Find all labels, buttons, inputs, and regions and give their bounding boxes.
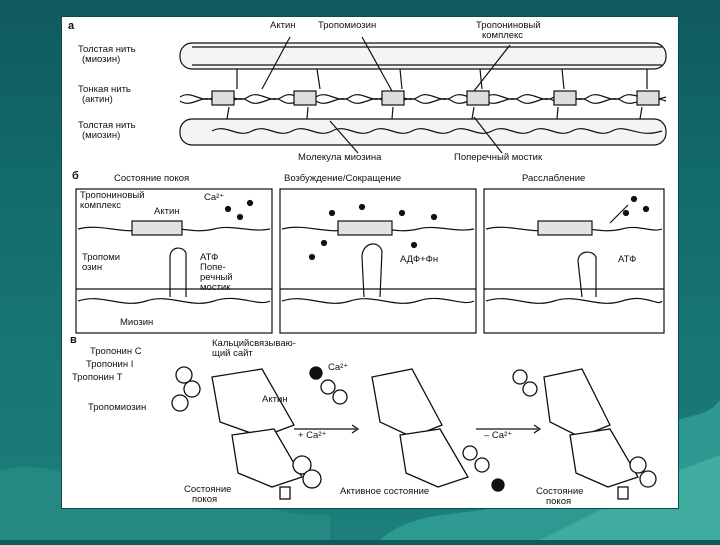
label-minus-ca: – Ca²⁺ [484,430,513,441]
section-b-boxes [75,188,665,334]
label-troponin-complex-b1: Тропониновый [80,190,145,201]
section-a-filaments [179,36,667,154]
section-c-lobes [171,366,657,500]
label-bridge-b3: мостик [200,282,231,293]
section-a-letter: а [68,20,75,32]
title-contraction: Возбуждение/Сокращение [284,173,402,184]
label-thin-2: (актин) [82,94,113,105]
figure-drawing [75,36,667,500]
label-myosin-b: Миозин [120,317,154,328]
label-myosin-molecule: Молекула миозина [298,152,382,163]
label-plus-ca: + Ca²⁺ [298,430,327,441]
label-troponin-complex-2: комплекс [482,30,524,41]
label-rest-1b: покоя [192,494,218,505]
title-rest-state: Состояние покоя [114,173,190,184]
label-thick-bottom-1: Толстая нить [78,120,136,131]
label-thick-top-2: (миозин) [82,54,121,65]
label-troponin-c: Тропонин С [90,346,142,357]
label-atp-b: АТФ [200,252,219,263]
label-actin-b: Актин [154,206,180,217]
label-troponin-i: Тропонин I [86,359,134,370]
label-calcium-site-1: Кальцийсвязываю- [212,338,296,349]
figure-panel: а Актин Тропомиозин Тропониновый комплек… [62,17,678,508]
section-c-letter: в [70,334,77,346]
label-atp-relax: АТФ [618,254,637,265]
label-thick-top-1: Толстая нить [78,44,136,55]
label-tropomyosin-top: Тропомиозин [318,20,377,31]
label-actin-c: Актин [262,394,288,405]
label-ca-c: Ca²⁺ [328,362,349,373]
label-tropomyosin-b2: озин [82,262,103,273]
label-rest-2a: Состояние [536,486,584,497]
title-relaxation: Расслабление [522,173,586,184]
label-tropomyosin-b1: Тропоми [82,252,121,263]
section-b-letter: б [72,170,79,182]
label-active-state: Активное состояние [340,486,430,497]
label-tropomyosin-c: Тропомиозин [88,402,147,413]
label-bridge-b2: речный [200,272,233,283]
label-thin-1: Тонкая нить [78,84,131,95]
label-rest-1a: Состояние [184,484,232,495]
label-thick-bottom-2: (миозин) [82,130,121,141]
label-calcium-site-2: щий сайт [212,348,253,359]
label-ca-b: Ca²⁺ [204,192,225,203]
label-rest-2b: покоя [546,496,572,507]
label-troponin-complex-1: Тропониновый [476,20,541,31]
label-troponin-t: Тропонин Т [72,372,123,383]
label-actin-top: Актин [270,20,296,31]
label-adp-pi: АДФ+Фн [400,254,439,265]
label-cross-bridge: Поперечный мостик [454,152,543,163]
label-bridge-b1: Попе- [200,262,226,273]
label-troponin-complex-b2: комплекс [80,200,122,211]
